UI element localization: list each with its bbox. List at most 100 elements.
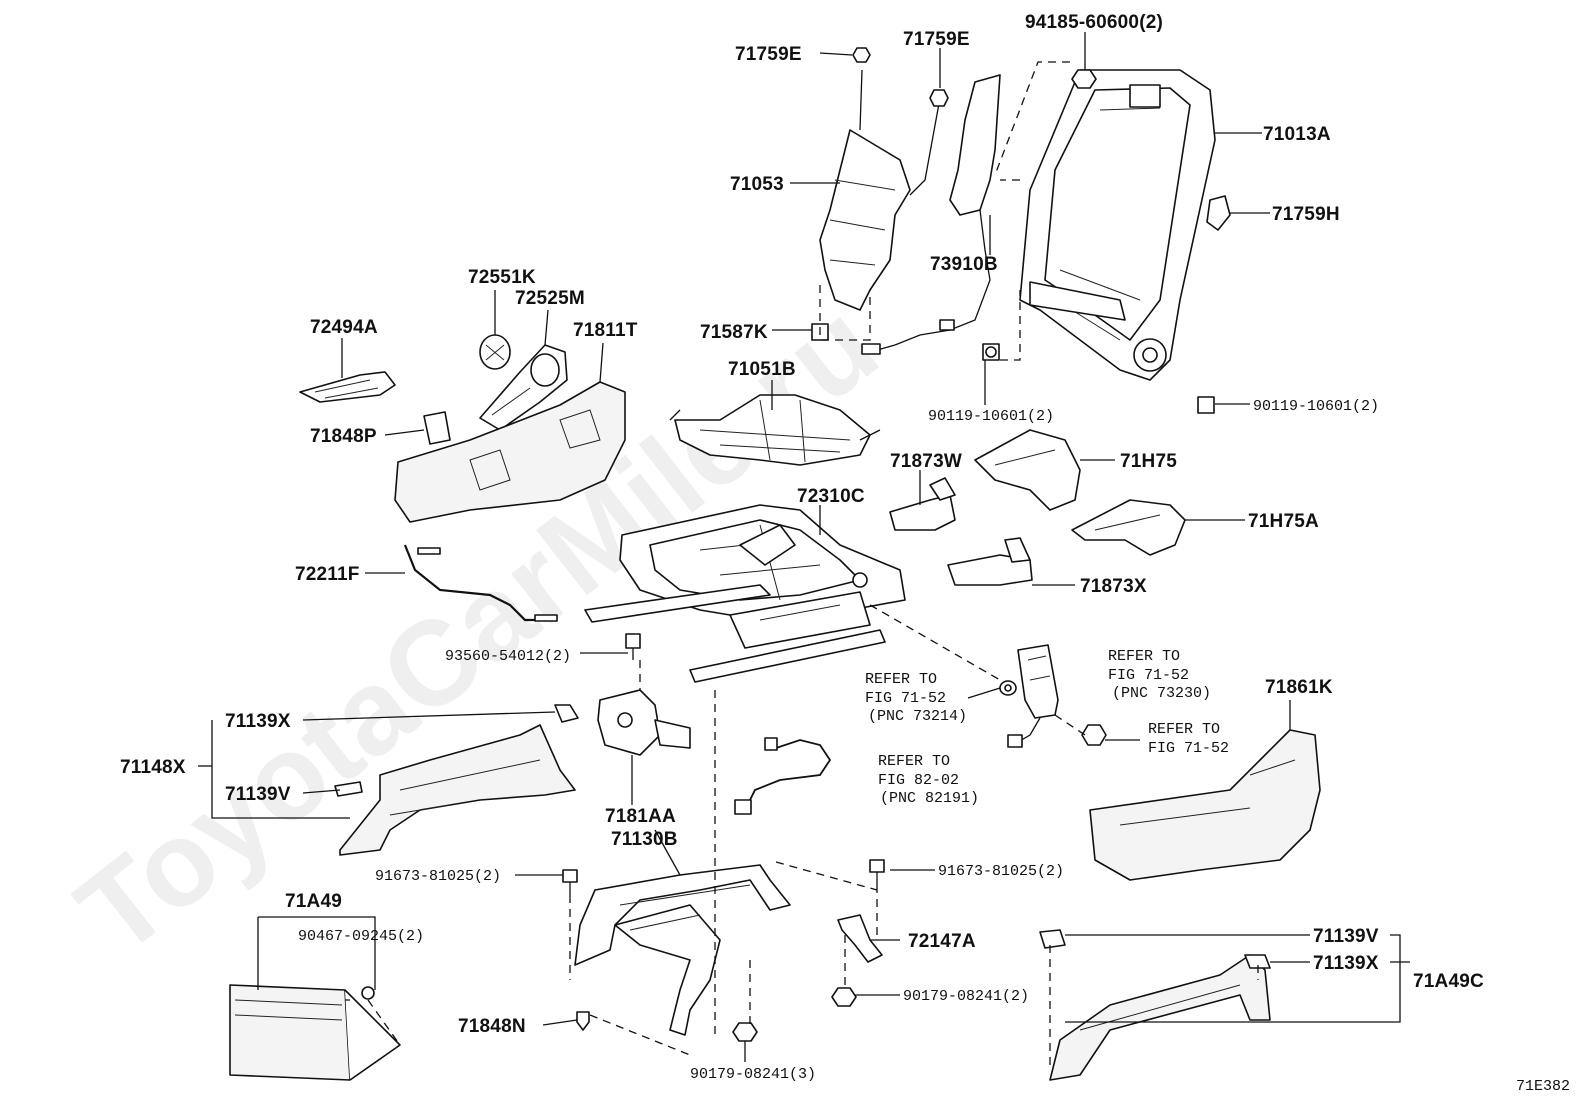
refer-73214-line1: REFER TO: [865, 671, 937, 688]
clip-71139v-right: [1039, 929, 1066, 949]
bracket-71873w: [889, 477, 956, 531]
label-90119-left: 90119-10601(2): [928, 408, 1054, 425]
nut-90179-a: [831, 987, 857, 1007]
label-72211f: 72211F: [295, 564, 360, 585]
cover-71h75: [974, 429, 1081, 511]
cushion-frame-71130b: [574, 864, 791, 1036]
label-71873w: 71873W: [890, 451, 962, 472]
refer-73230-line2: FIG 71-52: [1108, 667, 1189, 684]
refer-73230-line1: REFER TO: [1108, 648, 1180, 665]
clip-71848n: [576, 1011, 590, 1031]
clip-71139x-left: [554, 704, 579, 723]
label-71148x: 71148X: [120, 757, 186, 778]
label-94185: 94185-60600(2): [1025, 12, 1163, 33]
cover-72494a: [299, 371, 396, 403]
figure-code: 71E382: [1516, 1078, 1570, 1095]
knob-72551k: [479, 334, 511, 370]
part-labels: 71759E 71759E 94185-60600(2) 71013A 7105…: [120, 12, 1484, 1083]
label-71139v-left: 71139V: [225, 784, 291, 805]
label-71h75: 71H75: [1120, 451, 1177, 472]
lumbar-support-71053: [819, 69, 941, 311]
rail-housing: [729, 591, 871, 649]
label-72551k: 72551K: [468, 267, 536, 288]
label-72525m: 72525M: [515, 288, 585, 309]
label-90119-right: 90119-10601(2): [1253, 398, 1379, 415]
refer-73214-line3: (PNC 73214): [868, 708, 967, 725]
refer-to-73214: REFER TO FIG 71-52 (PNC 73214): [865, 671, 967, 725]
cover-71a49c: [1049, 954, 1271, 1081]
label-71051b: 71051B: [728, 359, 796, 380]
label-93560: 93560-54012(2): [445, 648, 571, 665]
label-91673-left: 91673-81025(2): [375, 868, 501, 885]
label-72147a: 72147A: [908, 931, 976, 952]
refer-to-fig-71-52: REFER TO FIG 71-52: [1148, 721, 1229, 757]
label-71587k: 71587K: [700, 322, 768, 343]
label-72494a: 72494A: [310, 317, 378, 338]
nut-94185: [1071, 69, 1097, 89]
harness-73910b: [861, 74, 1001, 355]
rod-72211f: [403, 544, 558, 622]
label-71811t: 71811T: [573, 320, 638, 341]
label-7181aa: 7181AA: [605, 806, 676, 827]
refer-to-73230: REFER TO FIG 71-52 (PNC 73230): [1108, 648, 1211, 702]
refer-7152-line2: FIG 71-52: [1148, 740, 1229, 757]
harness-82191: [734, 737, 832, 815]
cushion-pad-71861k: [1089, 729, 1321, 881]
seatbelt-buckle-73230: [1007, 644, 1059, 748]
clip-71139x-right: [1244, 954, 1271, 969]
clip-71759e-right: [929, 89, 949, 107]
label-71h75a: 71H75A: [1248, 511, 1319, 532]
label-90179-a: 90179-08241(2): [903, 988, 1029, 1005]
refer-82191-line2: FIG 82-02: [878, 772, 959, 789]
label-71013a: 71013A: [1263, 124, 1331, 145]
label-71a49: 71A49: [285, 891, 342, 912]
label-71759e-right: 71759E: [903, 29, 970, 50]
label-71848n: 71848N: [458, 1016, 526, 1037]
bolt-91673-left: [562, 869, 578, 895]
cushion-frame-72310c: [619, 504, 906, 621]
label-73910b: 73910B: [930, 254, 998, 275]
bolt-90119-left: [982, 343, 1000, 361]
nut-fig-71-52: [1081, 724, 1107, 746]
refer-73230-line3: (PNC 73230): [1112, 685, 1211, 702]
refer-7152-line1: REFER TO: [1148, 721, 1220, 738]
washer-73214: [999, 680, 1017, 696]
seatback-frame-71013a: [1019, 69, 1216, 381]
refer-73214-line2: FIG 71-52: [865, 690, 946, 707]
label-71139x-right: 71139X: [1313, 953, 1379, 974]
label-71053: 71053: [730, 174, 784, 195]
bolt-91673-right: [869, 859, 885, 885]
label-71759h: 71759H: [1272, 204, 1340, 225]
cover-71h75a: [1071, 499, 1186, 556]
nut-90179-b: [732, 1022, 758, 1042]
label-71759e-left: 71759E: [735, 44, 802, 65]
seat-rail-left: [584, 584, 771, 623]
clip-71139v-left: [334, 781, 363, 797]
label-71848p: 71848P: [310, 426, 377, 447]
nut-90467: [361, 986, 375, 1000]
label-71a49c: 71A49C: [1413, 971, 1484, 992]
label-90179-b: 90179-08241(3): [690, 1066, 816, 1083]
bracket-72147a: [837, 914, 883, 963]
clip-71848p: [423, 411, 451, 445]
label-91673-right: 91673-81025(2): [938, 863, 1064, 880]
label-71861k: 71861K: [1265, 677, 1333, 698]
seat-rail-right: [689, 629, 886, 683]
label-90467: 90467-09245(2): [298, 928, 424, 945]
spring-assy-71051b: [669, 394, 881, 466]
bolt-90119-right: [1197, 396, 1215, 414]
side-cover-71148x: [339, 724, 576, 856]
refer-82191-line3: (PNC 82191): [880, 790, 979, 807]
label-71130b: 71130B: [611, 829, 678, 850]
leader-lines: [198, 32, 1410, 1062]
label-72310c: 72310C: [797, 486, 865, 507]
side-shield-71811t: [394, 381, 626, 523]
bracket-71873x: [947, 537, 1033, 586]
cover-71a49: [229, 984, 401, 1081]
refer-82191-line1: REFER TO: [878, 753, 950, 770]
clip-71759e-left: [852, 47, 871, 63]
label-71873x: 71873X: [1080, 576, 1147, 597]
label-71139x-left: 71139X: [225, 711, 291, 732]
